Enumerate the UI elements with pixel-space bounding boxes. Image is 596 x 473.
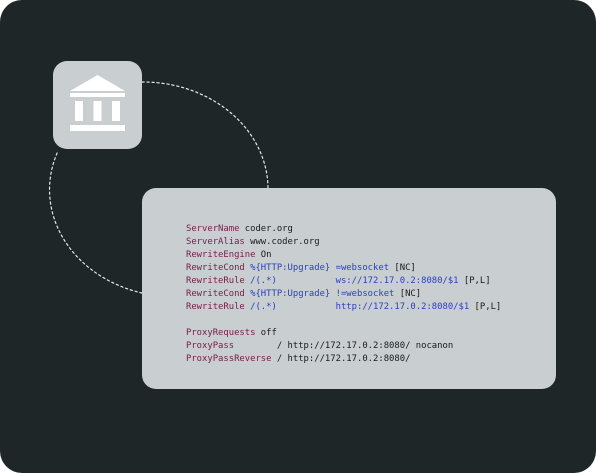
- code-token-plain: www.coder.org: [244, 237, 320, 248]
- code-line: ServerAlias www.coder.org: [186, 236, 501, 249]
- code-token-directive: ProxyPass: [186, 341, 235, 352]
- code-token-variable: =websocket: [335, 263, 390, 274]
- code-token-variable: /(.*): [250, 302, 277, 313]
- code-token-directive: RewriteCond: [186, 289, 245, 300]
- code-token-plain: [277, 276, 336, 286]
- code-line: RewriteEngine On: [186, 249, 501, 262]
- code-line: RewriteCond %{HTTP:Upgrade} =websocket […: [186, 262, 501, 275]
- code-token-plain: [277, 302, 336, 312]
- code-line: RewriteRule /(.*) ws://172.17.0.2:8080/$…: [186, 275, 501, 288]
- code-token-variable: /(.*): [250, 276, 277, 287]
- code-token-plain: off: [255, 328, 277, 339]
- code-token-variable: %{HTTP:Upgrade}: [250, 289, 331, 300]
- code-token-plain: [P,L]: [469, 302, 502, 313]
- code-token-directive: ServerAlias: [186, 237, 245, 248]
- code-token-directive: RewriteRule: [186, 276, 245, 287]
- code-token-directive: RewriteRule: [186, 302, 245, 313]
- code-token-plain: [P,L]: [458, 276, 491, 287]
- code-token-directive: RewriteEngine: [186, 250, 256, 261]
- code-line: RewriteRule /(.*) http://172.17.0.2:8080…: [186, 301, 501, 314]
- code-line: ProxyRequests off: [186, 327, 501, 340]
- code-token-directive: RewriteCond: [186, 263, 245, 274]
- code-line: ProxyPassReverse / http://172.17.0.2:808…: [186, 353, 501, 366]
- code-token-variable: http://172.17.0.2:8080/$1: [335, 302, 470, 313]
- code-token-plain: [NC]: [394, 289, 422, 300]
- code-token-directive: ProxyPassReverse: [186, 354, 272, 365]
- code-line: ProxyPass / http://172.17.0.2:8080/ noca…: [186, 340, 501, 353]
- code-line: ServerName coder.org: [186, 223, 501, 236]
- code-line: RewriteCond %{HTTP:Upgrade} !=websocket …: [186, 288, 501, 301]
- code-token-directive: ProxyRequests: [186, 328, 256, 339]
- code-line: [186, 314, 501, 327]
- code-token-plain: [NC]: [389, 263, 416, 274]
- bank-icon-tile: [53, 61, 142, 149]
- code-token-variable: !=websocket: [335, 289, 395, 300]
- code-token-plain: / http://172.17.0.2:8080/ nocanon: [234, 341, 454, 352]
- code-token-plain: On: [255, 250, 272, 261]
- code-token-plain: coder.org: [239, 224, 293, 234]
- bank-building-icon: [70, 75, 125, 131]
- code-token-directive: ServerName: [186, 224, 240, 234]
- code-token-variable: ws://172.17.0.2:8080/$1: [335, 276, 459, 287]
- code-token-variable: %{HTTP:Upgrade}: [250, 263, 331, 274]
- code-token-plain: / http://172.17.0.2:8080/: [271, 354, 411, 365]
